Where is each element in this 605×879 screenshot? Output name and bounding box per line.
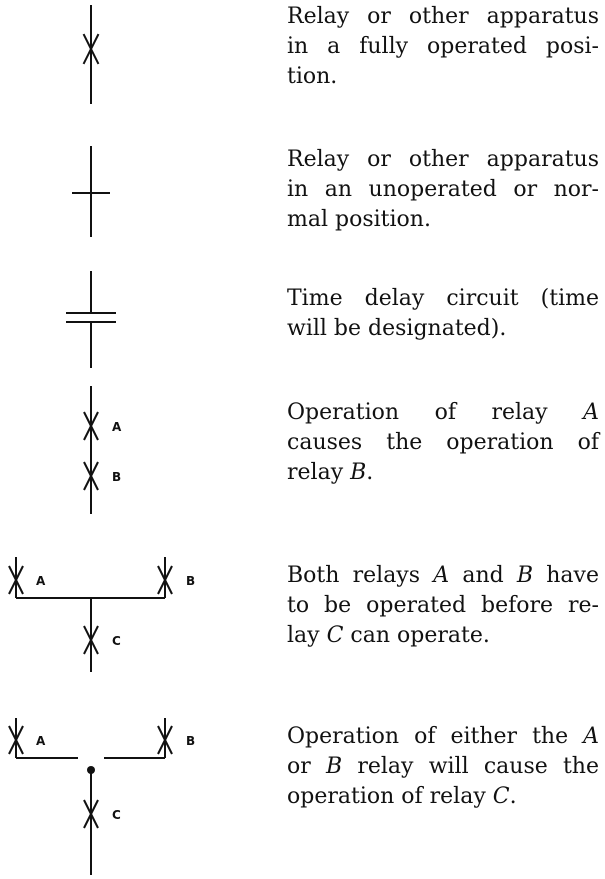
description-line: Time delay circuit (time bbox=[287, 286, 599, 311]
relay-label-a: A bbox=[36, 574, 46, 588]
relay-label-a: A bbox=[36, 734, 46, 748]
and-operation-symbol: A B C bbox=[8, 557, 195, 672]
relay-unoperated-symbol bbox=[72, 146, 110, 237]
relay-label-b: B bbox=[186, 574, 195, 588]
and-operation-description: Both relays A and B have to be operated … bbox=[287, 561, 599, 651]
description-line: tion. bbox=[287, 64, 338, 89]
description-line: in an unoperated or nor- bbox=[287, 177, 599, 202]
description-line: will be designated). bbox=[287, 316, 507, 341]
relay-label-c: C bbox=[112, 634, 121, 648]
description-line: Relay or other apparatus bbox=[287, 147, 599, 172]
description-line: lay C can operate. bbox=[287, 623, 490, 648]
description-line: to be operated before re- bbox=[287, 593, 599, 618]
description-line: causes the operation of bbox=[287, 430, 599, 455]
description-line: Operation of relay A bbox=[287, 400, 599, 425]
relay-label-c: C bbox=[112, 808, 121, 822]
series-operation-description: Operation of relay A causes the operatio… bbox=[287, 398, 599, 488]
description-line: Operation of either the A bbox=[287, 724, 599, 749]
or-operation-description: Operation of either the A or B relay wil… bbox=[287, 722, 599, 812]
description-line: in a fully operated posi- bbox=[287, 34, 599, 59]
relay-label-a: A bbox=[112, 420, 122, 434]
description-line: relay B. bbox=[287, 460, 374, 485]
series-operation-symbol: A B bbox=[83, 386, 122, 514]
relay-unoperated-description: Relay or other apparatus in an unoperate… bbox=[287, 145, 599, 235]
or-operation-symbol: A B C bbox=[8, 718, 195, 875]
time-delay-description: Time delay circuit (time will be designa… bbox=[287, 284, 599, 344]
time-delay-symbol bbox=[66, 271, 116, 368]
relay-label-b: B bbox=[112, 470, 121, 484]
description-line: Both relays A and B have bbox=[287, 563, 599, 588]
description-line: or B relay will cause the bbox=[287, 754, 599, 779]
description-line: operation of relay C. bbox=[287, 784, 517, 809]
relay-label-b: B bbox=[186, 734, 195, 748]
description-line: Relay or other apparatus bbox=[287, 4, 599, 29]
description-line: mal position. bbox=[287, 207, 431, 232]
relay-operated-symbol bbox=[82, 5, 100, 104]
symbol-column: A B A B C bbox=[8, 5, 195, 875]
relay-operated-description: Relay or other apparatus in a fully oper… bbox=[287, 2, 599, 92]
junction-dot bbox=[87, 766, 95, 774]
